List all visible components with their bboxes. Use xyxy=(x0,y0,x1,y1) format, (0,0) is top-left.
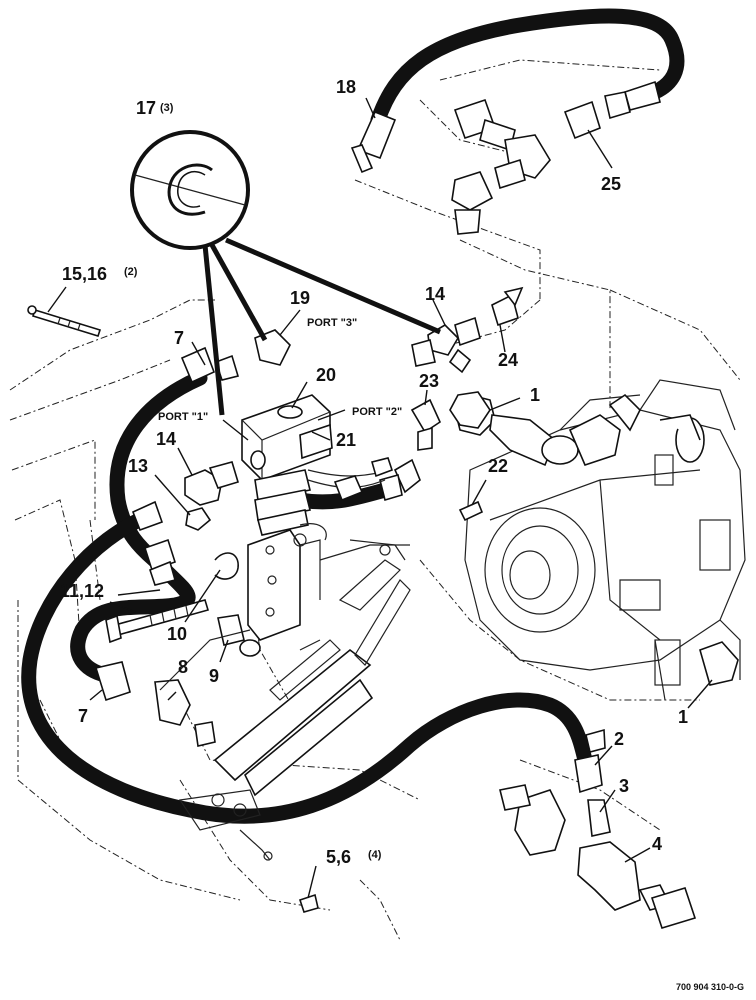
callout-14-top: 14 xyxy=(425,284,445,304)
port-2-label: PORT "2" xyxy=(352,406,402,418)
callout-17: 17 xyxy=(136,98,156,118)
tee-4 xyxy=(577,841,641,911)
hydraulic-pump xyxy=(464,379,746,701)
callout-14-left: 14 xyxy=(156,429,176,449)
callout-17-qty: (3) xyxy=(160,102,174,114)
callout-8: 8 xyxy=(178,657,188,677)
nut-13 xyxy=(185,507,212,531)
callout-5-6-qty: (4) xyxy=(368,849,382,861)
fitting-1-top xyxy=(449,391,491,429)
callout-7-bottom: 7 xyxy=(78,706,88,726)
bolt-11-12 xyxy=(105,599,210,644)
fitting-1-bottom xyxy=(699,641,739,686)
callout-7-top: 7 xyxy=(174,328,184,348)
plug-8 xyxy=(154,679,191,726)
leader-lines xyxy=(47,97,713,899)
callout-13: 13 xyxy=(128,456,148,476)
callout-20: 20 xyxy=(316,365,336,385)
key-22 xyxy=(458,500,484,522)
bolt-15-16 xyxy=(27,305,102,337)
callout-2: 2 xyxy=(614,729,624,749)
callout-15-16-qty: (2) xyxy=(124,266,138,278)
port-1-label: PORT "1" xyxy=(158,411,208,423)
fitting-2 xyxy=(574,754,603,794)
port-3-label: PORT "3" xyxy=(307,317,357,329)
callout-24: 24 xyxy=(498,350,518,370)
callout-23: 23 xyxy=(419,371,439,391)
fitting-25 xyxy=(563,100,601,140)
callout-19: 19 xyxy=(290,288,310,308)
bolt-5-6 xyxy=(298,893,319,913)
callout-10: 10 xyxy=(167,624,187,644)
cylinder-linkage xyxy=(159,523,411,861)
port-labels: PORT "3" PORT "2" PORT "1" xyxy=(158,317,402,423)
elbow-24 xyxy=(491,293,519,327)
callout-5-6: 5,6 xyxy=(326,847,351,867)
callout-22: 22 xyxy=(488,456,508,476)
elbow-14 xyxy=(184,469,223,506)
fitting-18 xyxy=(356,110,397,160)
hose-valve-right xyxy=(292,482,393,510)
valve-block-20 xyxy=(241,394,394,536)
fitting-23 xyxy=(410,398,442,434)
fitting-9 xyxy=(217,614,245,646)
hose-7-lower xyxy=(70,562,196,683)
callout-18: 18 xyxy=(336,77,356,97)
o-ring-icon xyxy=(167,163,213,216)
fitting-3 xyxy=(587,799,611,837)
callout-labels: 18 25 17 (3) 15,16 (2) 7 19 14 20 23 1 2… xyxy=(60,77,688,867)
mount-bracket xyxy=(214,529,321,641)
callout-21: 21 xyxy=(336,430,356,450)
fitting-7-lower xyxy=(94,661,131,702)
document-number: 700 904 310-0-G xyxy=(676,982,744,992)
callout-3: 3 xyxy=(619,776,629,796)
callout-11-12: 11,12 xyxy=(60,581,104,601)
detail-circle-17 xyxy=(130,130,441,416)
callout-4: 4 xyxy=(652,834,662,854)
callout-9: 9 xyxy=(209,666,219,686)
callout-1-bottom: 1 xyxy=(678,707,688,727)
hose-18 xyxy=(370,8,685,128)
ring-10 xyxy=(214,552,239,580)
callout-25: 25 xyxy=(601,174,621,194)
callout-1-top: 1 xyxy=(530,385,540,405)
callout-15-16: 15,16 xyxy=(62,264,107,284)
hose-7-upper xyxy=(109,370,208,573)
pump-inlet-fittings xyxy=(454,393,705,467)
